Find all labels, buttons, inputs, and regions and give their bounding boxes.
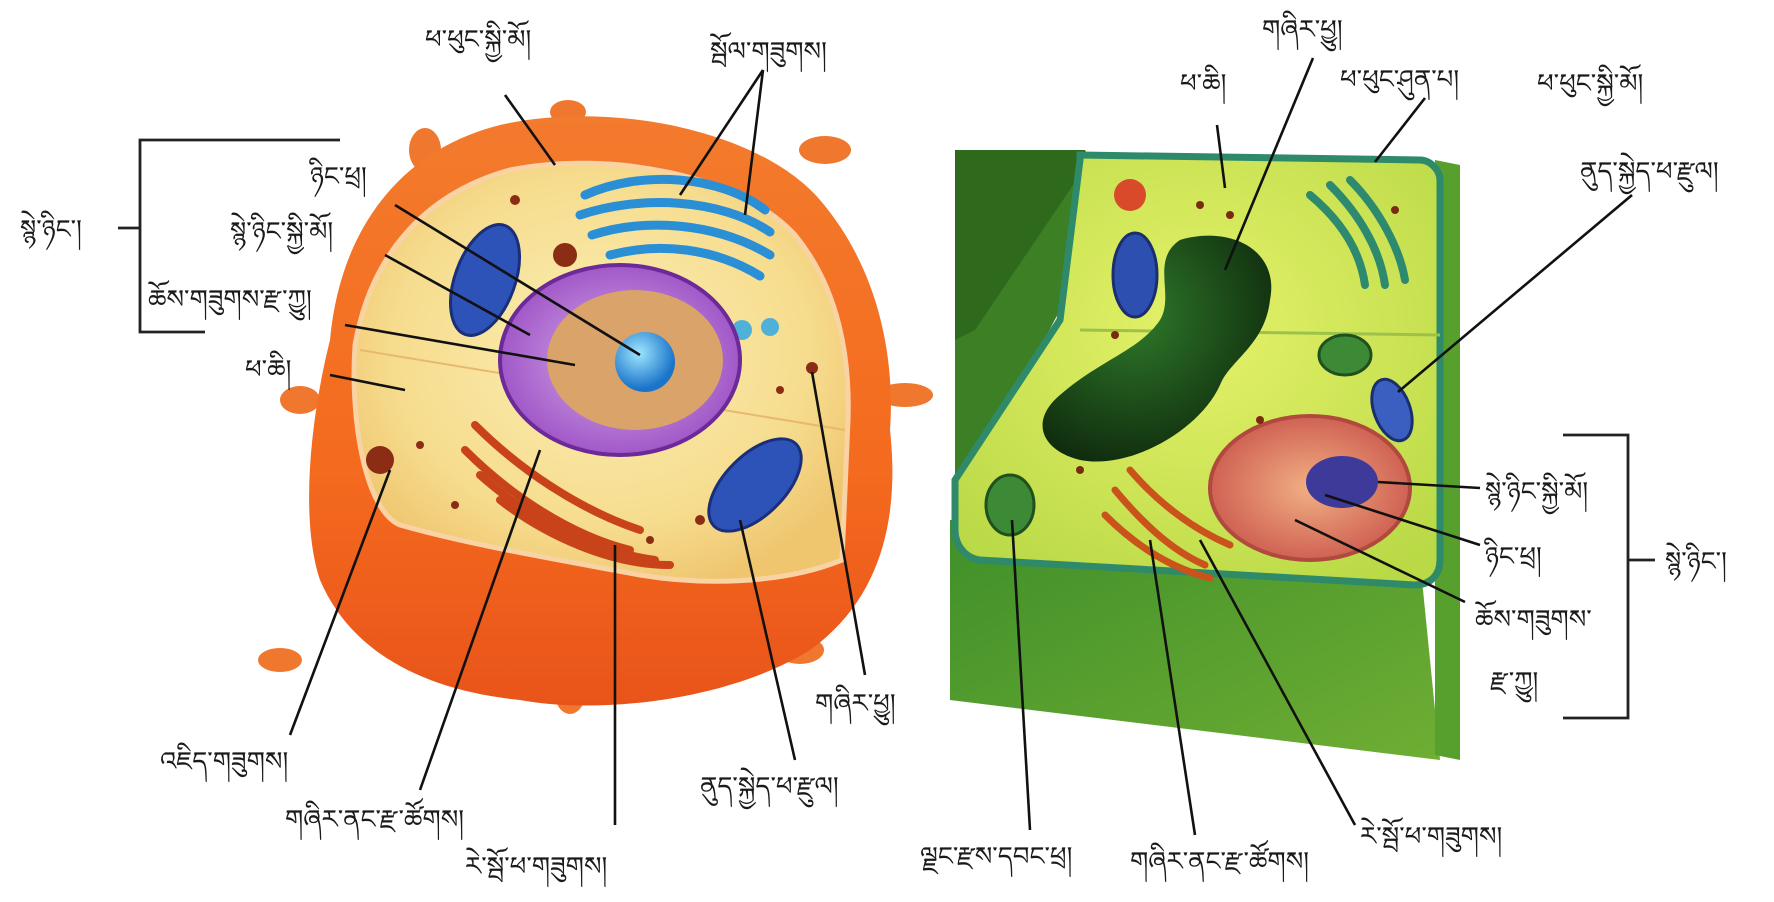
- label-animal-cell-membrane: ཕ་ཕུང་སྐྱི་མོ།: [425, 19, 531, 63]
- label-plant-ribosome: རེ་སྦོ་ཕ་གཟུགས།: [1360, 816, 1502, 858]
- label-plant-nuclear-membrane: སྙེ་ཉིང་སྐྱི་མོ།: [1485, 471, 1588, 515]
- label-animal-cytoplasm: ཕ་ཆི།: [245, 350, 291, 391]
- label-animal-mitochondrion: ནུད་སྐྱེད་ཕ་རྫུལ།: [700, 767, 839, 810]
- label-animal-chromatin: ཆོས་གཟུགས་རྫ་ཀྱུ།: [147, 279, 311, 321]
- label-plant-chromatin-line1: ཆོས་གཟུགས་: [1474, 599, 1591, 641]
- label-animal-nucleus: སྙེ་ཉིང་།: [20, 210, 82, 251]
- label-plant-chromatin-line2: རྫ་ཀྱུ།: [1490, 667, 1538, 703]
- label-plant-vacuole: གཞིར་ཕྱུ།: [1262, 10, 1343, 52]
- label-plant-cell-wall: ཕ་ཕུང་ཤུན་པ།: [1340, 65, 1459, 101]
- label-plant-mitochondrion: ནུད་སྐྱེད་ཕ་རྫུལ།: [1580, 152, 1719, 195]
- label-animal-lysosome: འཇིད་གཟུགས།: [160, 742, 288, 783]
- label-animal-nucleolus: ཉིང་ཕྲ།: [308, 157, 366, 198]
- label-animal-nuclear-membrane: སྙེ་ཉིང་སྐྱི་མོ།: [230, 211, 333, 255]
- animal-cell-illustration: [258, 100, 933, 714]
- label-animal-ribosome: རེ་སྦོ་ཕ་གཟུགས།: [465, 846, 607, 888]
- label-plant-nucleus: སྙེ་ཉིང་།: [1665, 542, 1727, 583]
- label-animal-centrosome: གཞིར་ཕྱུ།: [815, 684, 896, 726]
- label-plant-smooth-er: གཞིར་ནང་རྫ་ཚོགས།: [1130, 839, 1309, 883]
- label-plant-cytoplasm: ཕ་ཆི།: [1180, 64, 1226, 105]
- label-plant-cell-membrane: ཕ་ཕུང་སྐྱི་མོ།: [1537, 63, 1643, 107]
- label-animal-golgi-body: སྦོལ་གཟུགས།: [709, 31, 827, 73]
- label-animal-smooth-er: གཞིར་ནང་རྫ་ཚོགས།: [285, 797, 464, 841]
- label-plant-nucleolus: ཉིང་ཕྲ།: [1483, 537, 1541, 578]
- label-plant-chloroplast: ལྗང་རྫས་དབང་ཕྲ།: [920, 842, 1072, 878]
- plant-cell-illustration: [950, 150, 1460, 760]
